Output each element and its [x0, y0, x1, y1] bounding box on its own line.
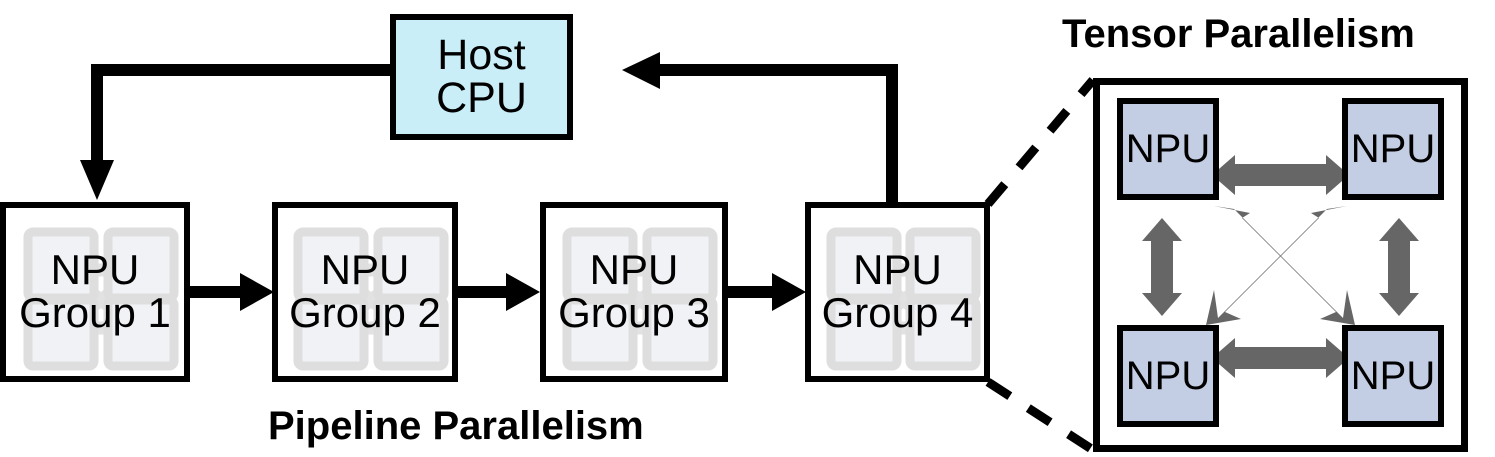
- npu-group-3-label: NPU Group 3: [532, 246, 736, 336]
- tensor-npu-cell-bottom-right[interactable]: NPU: [1342, 325, 1444, 427]
- npu-group-1-box[interactable]: NPU Group 1: [0, 202, 190, 382]
- npu-group-4-box[interactable]: NPU Group 4: [805, 202, 990, 382]
- tensor-parallelism-panel: NPU NPU NPU NPU: [1093, 78, 1468, 452]
- npu-group-1-label-line1: NPU: [50, 246, 140, 294]
- tensor-arrow-top-horizontal: [1212, 155, 1349, 195]
- host-cpu-label-line2: CPU: [436, 74, 527, 122]
- npu-group-3-label-line1: NPU: [589, 246, 679, 294]
- npu-group-4-label-line1: NPU: [853, 246, 942, 294]
- callout-dashed-line-top: [984, 77, 1097, 207]
- arrow-group4-to-host: [622, 52, 898, 204]
- tensor-npu-cell-bottom-left-label: NPU: [1125, 354, 1211, 398]
- tensor-arrow-diagonal-tl-br: [1214, 206, 1355, 325]
- tensor-npu-cell-top-right-label: NPU: [1350, 127, 1436, 171]
- npu-group-2-box[interactable]: NPU Group 2: [272, 202, 458, 382]
- npu-group-1-label: NPU Group 1: [0, 246, 198, 336]
- tensor-arrow-left-vertical: [1142, 218, 1182, 316]
- tensor-npu-cell-top-left-label: NPU: [1125, 127, 1211, 171]
- pipeline-parallelism-caption: Pipeline Parallelism: [268, 404, 644, 448]
- npu-group-2-label: NPU Group 2: [264, 246, 466, 336]
- npu-group-1-label-line2: Group 1: [19, 289, 171, 336]
- host-cpu-label-line1: Host: [437, 31, 526, 79]
- callout-dashed-line-bottom: [985, 378, 1096, 454]
- tensor-npu-cell-top-right[interactable]: NPU: [1342, 98, 1444, 200]
- arrow-group3-to-group4: [728, 273, 806, 311]
- tensor-npu-cell-bottom-right-label: NPU: [1350, 354, 1436, 398]
- npu-group-3-label-line2: Group 3: [558, 289, 710, 336]
- tensor-arrow-bottom-horizontal: [1212, 338, 1349, 378]
- arrow-host-to-group1: [80, 64, 390, 200]
- tensor-npu-cell-bottom-left[interactable]: NPU: [1117, 325, 1219, 427]
- npu-group-4-label: NPU Group 4: [797, 246, 998, 336]
- tensor-parallelism-caption: Tensor Parallelism: [1062, 12, 1415, 56]
- tensor-interconnect-arrows: [1142, 155, 1419, 378]
- callout-dashed-lines: [984, 77, 1097, 454]
- npu-group-2-label-line1: NPU: [320, 246, 410, 294]
- arrow-group2-to-group3: [458, 273, 540, 311]
- npu-group-3-box[interactable]: NPU Group 3: [540, 202, 728, 382]
- arrow-group1-to-group2: [190, 273, 274, 311]
- npu-group-2-label-line2: Group 2: [289, 289, 441, 336]
- host-cpu-box[interactable]: Host CPU: [390, 14, 573, 140]
- tensor-npu-cell-top-left[interactable]: NPU: [1117, 98, 1219, 200]
- npu-group-4-label-line2: Group 4: [821, 289, 974, 336]
- tensor-arrow-diagonal-tr-bl: [1206, 206, 1347, 325]
- tensor-arrow-right-vertical: [1379, 218, 1419, 316]
